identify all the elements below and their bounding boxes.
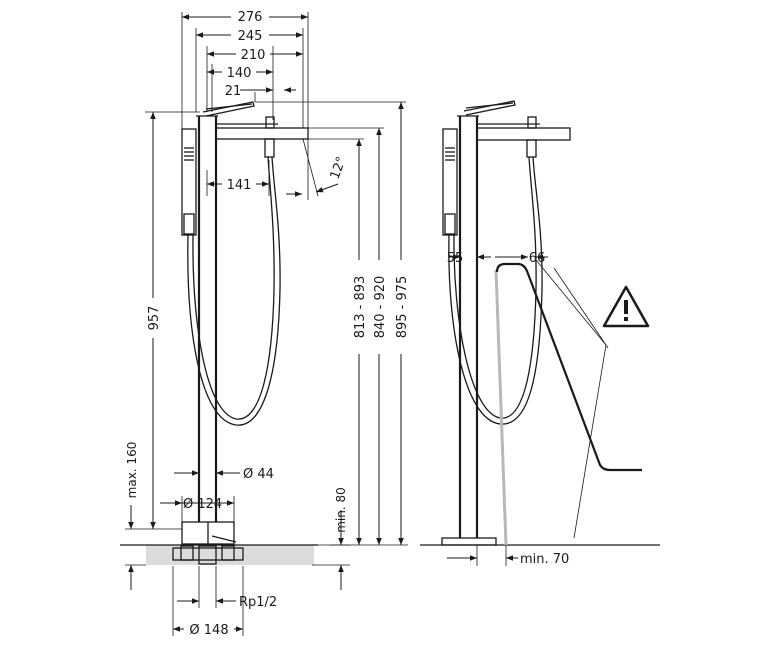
dim-dia-124: Ø 124 (183, 497, 222, 512)
min-80: min. 80 (300, 487, 350, 590)
dim-957: 957 (147, 306, 162, 331)
dim-max-160: max. 160 (125, 442, 139, 499)
dim-min-80: min. 80 (334, 487, 348, 533)
dim-140: 140 (227, 66, 252, 81)
dim-141: 141 (227, 178, 252, 193)
side-dimensions: 55 66 (447, 250, 548, 266)
dim-min-70: min. 70 (520, 552, 569, 567)
dim-66: 66 (529, 251, 546, 266)
dim-rp-1-2: Rp1/2 (239, 595, 277, 610)
dim-55: 55 (447, 251, 464, 266)
dim-21: 21 (225, 84, 242, 99)
height-ranges: 813 - 893 840 - 920 895 - 975 (255, 101, 410, 546)
dim-813-893: 813 - 893 (353, 276, 368, 339)
spout-dimensions: 141 12° (206, 138, 350, 200)
dim-840-920: 840 - 920 (373, 276, 388, 339)
dia-148: Ø 148 (172, 566, 244, 638)
dim-895-975: 895 - 975 (395, 276, 410, 339)
dim-276: 276 (238, 10, 263, 25)
dim-12-degree: 12° (328, 155, 350, 182)
max-160: max. 160 (125, 442, 182, 590)
height-957: 957 (144, 111, 200, 529)
dim-dia-44: Ø 44 (243, 467, 274, 482)
dia-124: Ø 124 (160, 496, 235, 522)
rp-thread: Rp1/2 (177, 566, 277, 610)
dim-245: 245 (238, 29, 263, 44)
front-view (172, 101, 309, 565)
warning-triangle-icon (535, 259, 650, 539)
side-view (420, 100, 660, 546)
dim-dia-148: Ø 148 (189, 623, 228, 638)
dia-44: Ø 44 (174, 467, 274, 482)
dim-210: 210 (241, 48, 266, 63)
min-70: min. 70 (447, 545, 569, 567)
top-dimensions: 276 245 210 140 21 (181, 8, 309, 130)
